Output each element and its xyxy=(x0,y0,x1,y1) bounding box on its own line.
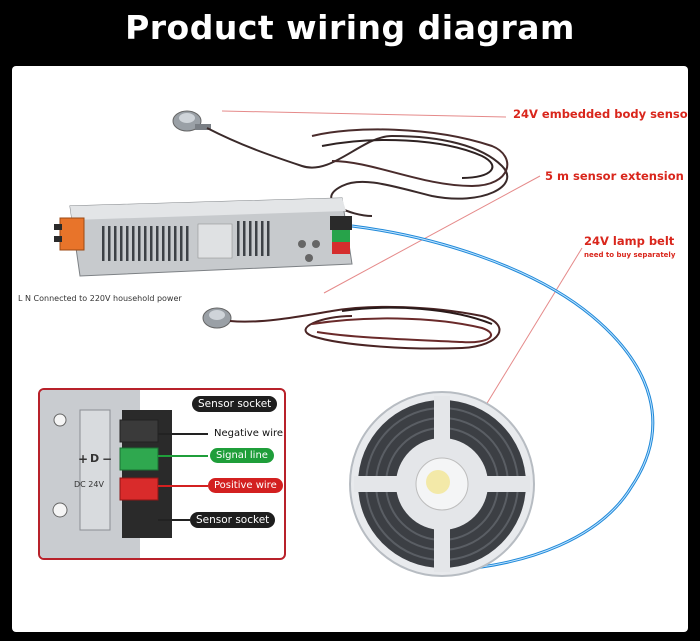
inset-dc-label: DC 24V xyxy=(74,480,104,489)
tag-negative-wire: Negative wire xyxy=(208,426,284,441)
header: Product wiring diagram xyxy=(0,0,700,66)
inset-detail: + D − DC 24V Sensor socket Negative wire… xyxy=(38,388,286,560)
leader-lamp xyxy=(469,247,583,432)
inset-plus: + xyxy=(78,452,89,466)
sensor-cable-bottom xyxy=(229,305,501,350)
sensor-icon xyxy=(172,110,211,132)
inset-d: D xyxy=(90,452,100,465)
sensor-cable-top xyxy=(206,127,509,217)
tag-signal-line: Signal line xyxy=(210,448,274,463)
leader-extension xyxy=(323,175,541,294)
callout-lamp-belt-note: need to buy separately xyxy=(584,251,676,259)
wiring-diagram xyxy=(54,110,655,577)
inset-minus: − xyxy=(102,452,113,466)
tag-positive-wire: Positive wire xyxy=(208,478,283,493)
diagram-panel: 24V embedded body sensor 5 m sensor exte… xyxy=(12,66,688,632)
callout-extension: 5 m sensor extension cord xyxy=(545,169,688,183)
led-reel-icon xyxy=(349,391,535,577)
callout-mains: L N Connected to 220V household power xyxy=(18,294,182,303)
callout-sensor: 24V embedded body sensor xyxy=(513,107,688,121)
power-supply-icon xyxy=(54,197,353,277)
page-title: Product wiring diagram xyxy=(125,8,575,47)
tag-sensor-socket-top: Sensor socket xyxy=(192,396,278,412)
tag-sensor-socket-bottom: Sensor socket xyxy=(190,512,276,528)
connector-icon xyxy=(119,419,159,501)
callout-lamp-belt: 24V lamp belt xyxy=(584,234,675,248)
sensor-icon xyxy=(202,307,232,329)
leader-sensor xyxy=(221,110,507,118)
